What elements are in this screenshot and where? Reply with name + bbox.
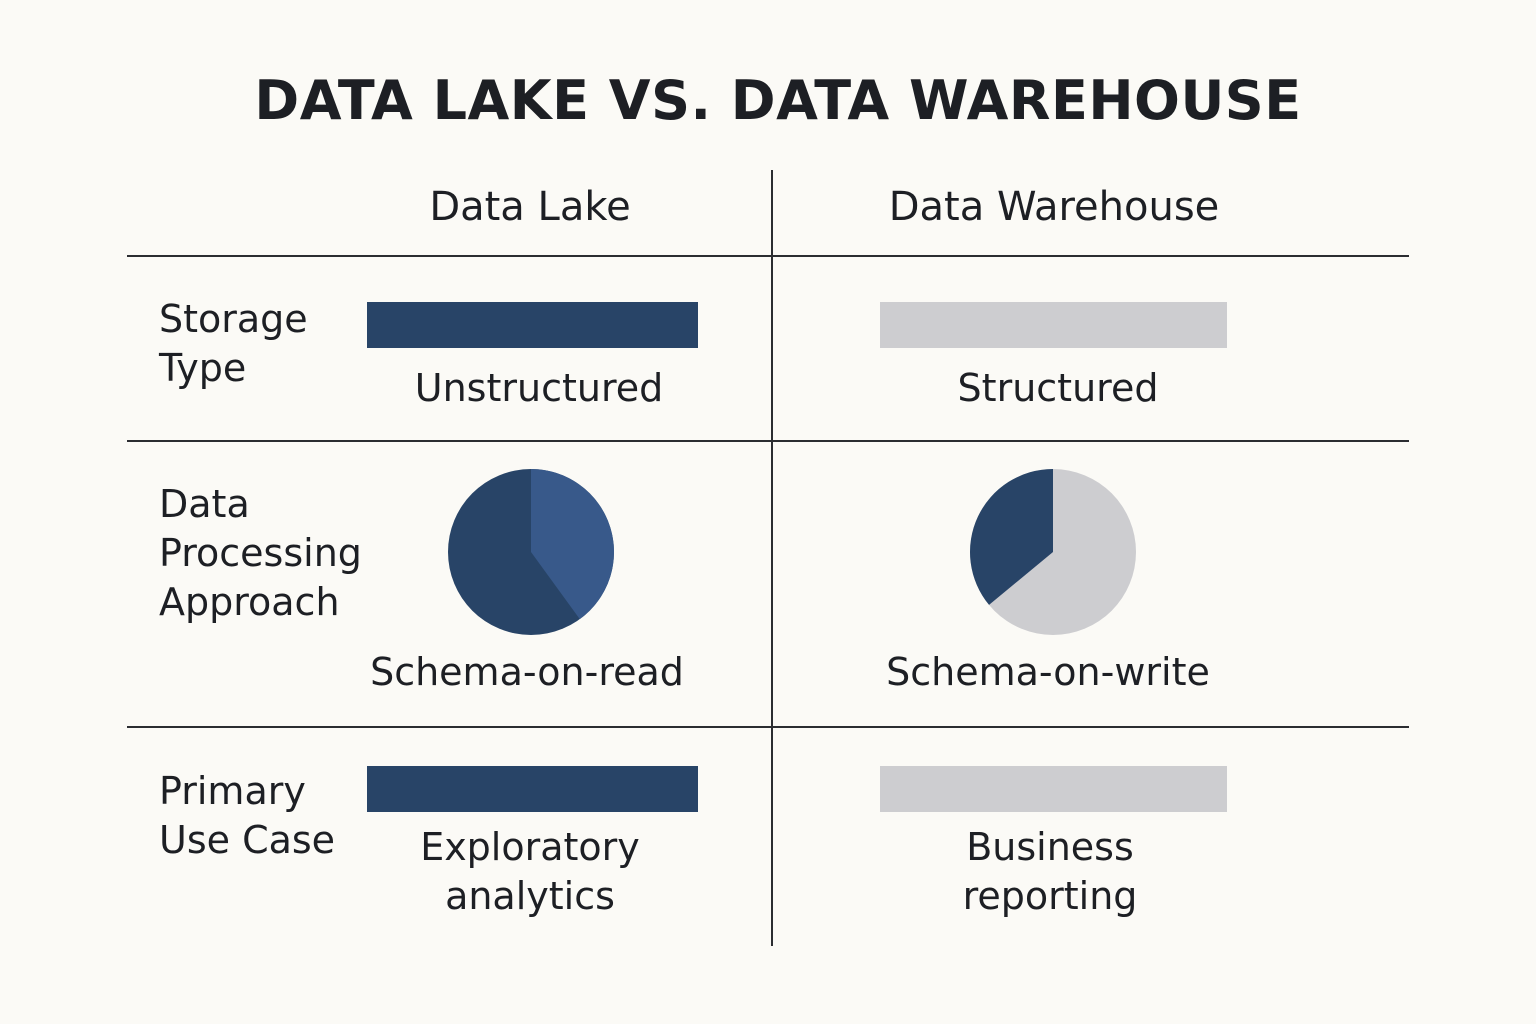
cell-text-line: reporting [962,874,1138,918]
row-divider-storage [127,440,1409,442]
row-divider-header [127,255,1409,257]
usecase-warehouse-text: Business reporting [900,823,1200,921]
row-divider-processing [127,726,1409,728]
cell-text-line: analytics [445,874,615,918]
column-header-data-warehouse: Data Warehouse [888,184,1220,230]
cell-text-line: Unstructured [414,366,664,410]
usecase-lake-bar [367,766,698,812]
row-label-line: Use Case [159,818,336,862]
column-divider [771,170,773,946]
cell-text-line: Exploratory [420,825,640,869]
pie-highlight-slice [531,469,615,620]
processing-lake-pie [448,469,615,635]
row-label-line: Storage [159,297,308,341]
usecase-lake-text: Exploratory analytics [380,823,680,921]
cell-text-line: Business [966,825,1134,869]
row-label-line: Processing [159,531,362,575]
cell-text-line: Schema-on-read [370,650,684,694]
processing-warehouse-text: Schema-on-write [858,648,1238,697]
usecase-warehouse-bar [880,766,1227,812]
column-header-data-lake: Data Lake [429,184,631,230]
processing-warehouse-pie [969,469,1136,635]
page-title: DATA LAKE VS. DATA WAREHOUSE [254,69,1302,132]
row-label-line: Approach [159,580,340,624]
cell-text-line: Schema-on-write [886,650,1210,694]
cell-text-line: Structured [957,366,1159,410]
row-label-storage-type: Storage Type [159,295,399,393]
processing-lake-text: Schema-on-read [352,648,702,697]
pie-highlight-slice [969,469,1053,605]
storage-lake-bar [367,302,698,348]
row-label-line: Type [159,346,247,390]
storage-warehouse-text: Structured [908,364,1208,413]
storage-warehouse-bar [880,302,1227,348]
row-label-data-processing-approach: Data Processing Approach [159,480,399,627]
row-label-line: Data [159,482,250,526]
row-label-line: Primary [159,769,306,813]
storage-lake-text: Unstructured [389,364,689,413]
row-label-primary-use-case: Primary Use Case [159,767,399,865]
